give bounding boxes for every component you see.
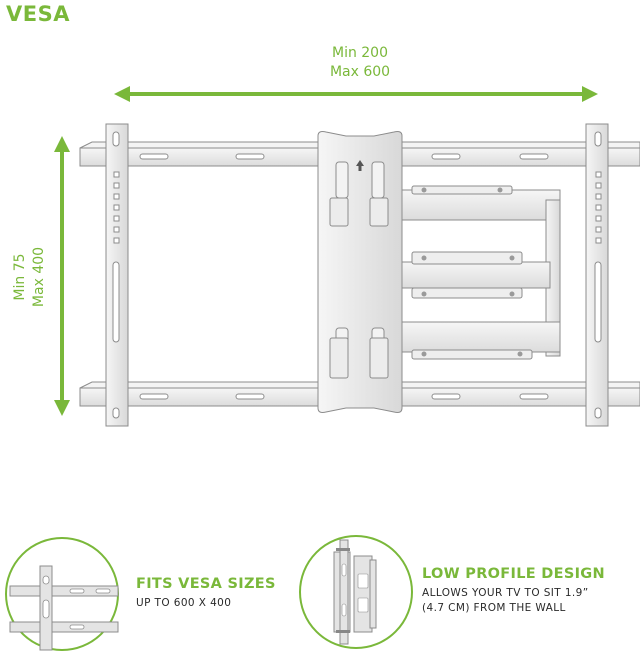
feature-low-profile-title: LOW PROFILE DESIGN: [422, 566, 605, 582]
feature-vesa-title: FITS VESA SIZES: [136, 576, 276, 592]
horizontal-max-label: Max 600: [329, 64, 391, 80]
feature-vesa-text: UP TO 600 X 400: [136, 596, 231, 611]
low-profile-mount-icon: [299, 535, 413, 649]
vesa-bracket-icon: [5, 537, 119, 651]
feature-low-profile-line-1: ALLOWS YOUR TV TO SIT 1.9”: [422, 587, 589, 599]
feature-vesa-line-1: UP TO 600 X 400: [136, 597, 232, 609]
tv-mount-bracket: [79, 123, 640, 427]
horizontal-dimension-label: Min 200 Max 600: [300, 44, 420, 82]
horizontal-min-label: Min 200: [331, 45, 388, 61]
feature-low-profile-text: ALLOWS YOUR TV TO SIT 1.9” (4.7 CM) FROM…: [422, 586, 589, 616]
vertical-dimension-arrow: [54, 136, 70, 416]
horizontal-dimension-arrow: [114, 86, 598, 102]
feature-low-profile-line-2: (4.7 CM) FROM THE WALL: [422, 602, 566, 614]
up-arrow-icon: [356, 160, 364, 171]
page-title: VESA: [6, 2, 70, 26]
